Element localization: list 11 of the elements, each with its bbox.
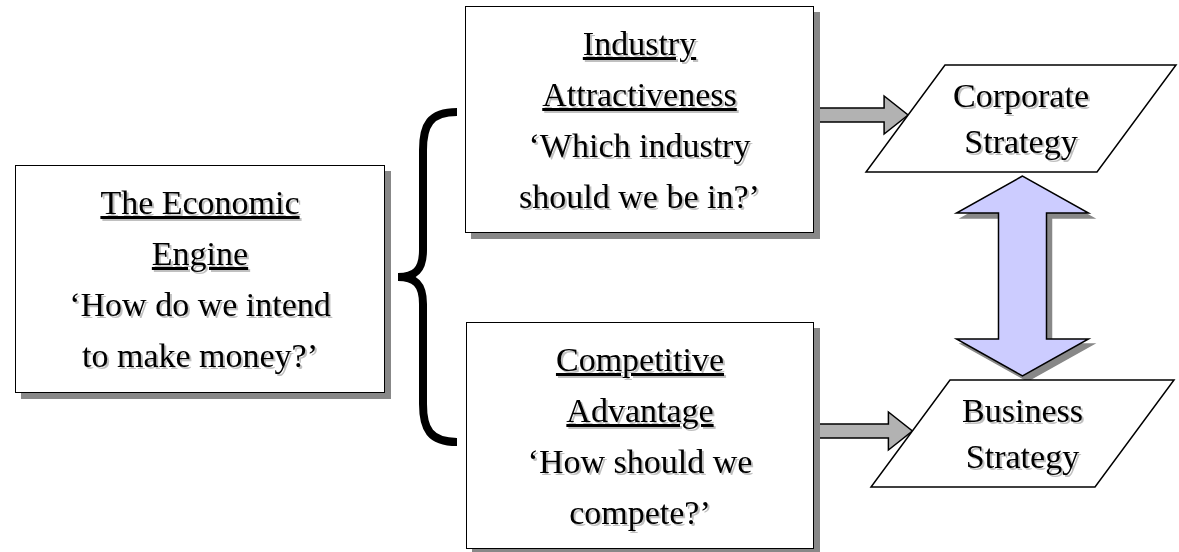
- box-heading: Industry Attractiveness: [541, 23, 738, 115]
- question-text: ‘Which industry should we be in?’: [518, 125, 761, 217]
- box-heading: Competitive Advantage: [554, 339, 726, 431]
- box-label: Corporate Strategy: [952, 75, 1090, 162]
- question-text: ‘How do we intend to make money?’: [68, 285, 332, 376]
- parallelogram-shape: [871, 380, 1174, 487]
- box-label: Business Strategy: [961, 390, 1084, 477]
- parallelogram-shape: [866, 65, 1176, 172]
- question-text: ‘How should we compete?’: [526, 441, 754, 533]
- double-arrow: [953, 175, 1092, 377]
- box-heading: The Economic Engine: [99, 183, 301, 274]
